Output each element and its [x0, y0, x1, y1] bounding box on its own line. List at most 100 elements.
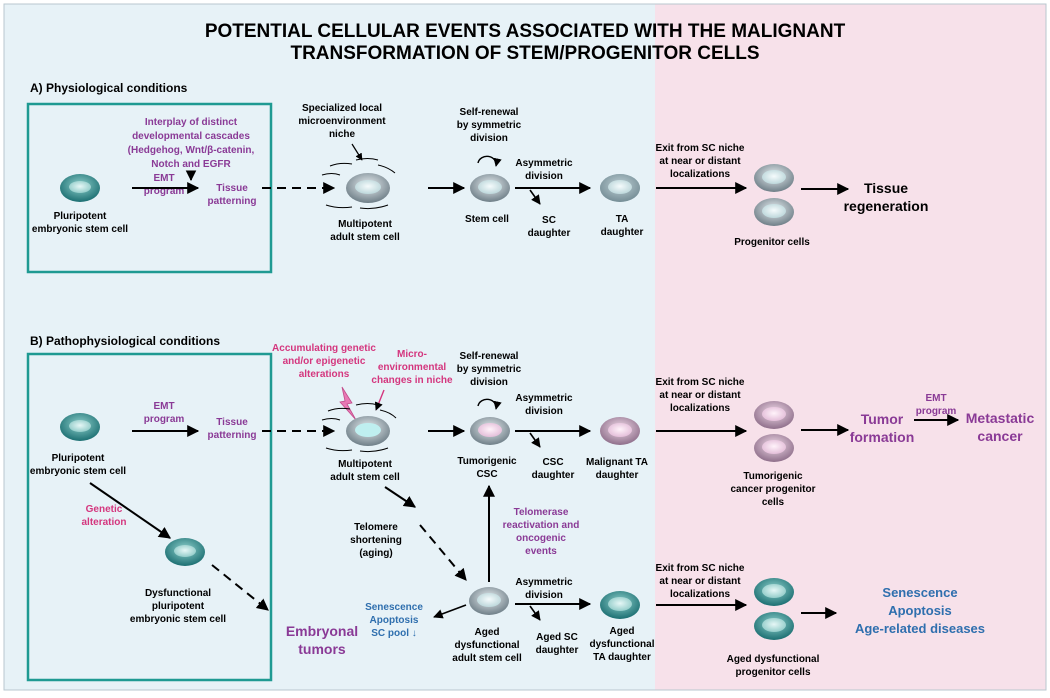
pluripotent-cell-a	[60, 174, 100, 202]
multipotent-label-b: Multipotent adult stem cell	[330, 459, 400, 483]
metastatic-label: Metastatic cancer	[966, 410, 1035, 444]
progenitor-label-a: Progenitor cells	[734, 237, 810, 248]
svg-text:progenitor cells: progenitor cells	[735, 667, 810, 678]
accumulating-label: Accumulating genetic and/or epigenetic a…	[272, 343, 376, 380]
svg-text:Metastatic: Metastatic	[966, 410, 1035, 426]
exit-label-b1: Exit from SC niche at near or distant lo…	[656, 377, 745, 414]
svg-text:Malignant TA: Malignant TA	[586, 457, 648, 468]
svg-text:Pluripotent: Pluripotent	[52, 453, 105, 464]
multipotent-cell-a	[321, 158, 396, 210]
svg-text:formation: formation	[850, 429, 915, 445]
sectionB-emt2-label: EMT program	[916, 393, 957, 417]
svg-text:tumors: tumors	[298, 641, 346, 657]
tumorigenic-csc-cell	[470, 417, 510, 445]
svg-text:Accumulating genetic: Accumulating genetic	[272, 343, 376, 354]
svg-text:Multipotent: Multipotent	[338, 459, 393, 470]
aged-sc-label: Aged dysfunctional adult stem cell	[452, 627, 522, 664]
svg-text:Aged: Aged	[610, 626, 635, 637]
svg-text:division: division	[470, 133, 508, 144]
svg-text:division: division	[470, 377, 508, 388]
svg-text:Telomere: Telomere	[354, 522, 398, 533]
aged-progenitor-label: Aged dysfunctional progenitor cells	[727, 654, 820, 678]
svg-text:Asymmetric: Asymmetric	[515, 158, 573, 169]
sc-daughter-label-a: SC daughter	[528, 215, 571, 239]
svg-text:program: program	[144, 414, 185, 425]
micro-environmental-label: Micro- environmental changes in niche	[371, 349, 453, 386]
svg-text:TA daughter: TA daughter	[593, 652, 651, 663]
svg-text:at near or distant: at near or distant	[659, 576, 741, 587]
aged-sc-daughter-label: Aged SC daughter	[536, 632, 579, 656]
svg-text:Multipotent: Multipotent	[338, 219, 393, 230]
svg-text:Aged SC: Aged SC	[536, 632, 578, 643]
svg-text:Apoptosis: Apoptosis	[370, 615, 419, 626]
svg-text:embryonic stem cell: embryonic stem cell	[30, 466, 126, 477]
svg-text:Tissue: Tissue	[216, 417, 248, 428]
svg-text:environmental: environmental	[378, 362, 447, 373]
svg-text:SC pool ↓: SC pool ↓	[371, 628, 417, 639]
sectionB-tissue-patterning: Tissue patterning	[208, 417, 257, 441]
svg-text:Exit from SC niche: Exit from SC niche	[656, 563, 745, 574]
svg-text:events: events	[525, 546, 557, 557]
svg-text:adult stem cell: adult stem cell	[330, 472, 400, 483]
svg-text:Apoptosis: Apoptosis	[888, 603, 952, 618]
embryonic-box-b	[26, 352, 273, 682]
svg-text:dysfunctional: dysfunctional	[454, 640, 519, 651]
svg-text:TA: TA	[616, 214, 629, 225]
svg-text:Asymmetric: Asymmetric	[515, 577, 573, 588]
svg-text:Specialized local: Specialized local	[302, 103, 382, 114]
svg-text:alterations: alterations	[299, 369, 350, 380]
background-pathological-zone	[655, 4, 1046, 690]
svg-text:Self-renewal: Self-renewal	[460, 107, 519, 118]
svg-text:reactivation and: reactivation and	[503, 520, 580, 531]
title-line-1: POTENTIAL CELLULAR EVENTS ASSOCIATED WIT…	[205, 21, 846, 42]
svg-text:dysfunctional: dysfunctional	[589, 639, 654, 650]
svg-text:pluripotent: pluripotent	[152, 601, 205, 612]
svg-text:division: division	[525, 171, 563, 182]
svg-text:division: division	[525, 406, 563, 417]
svg-text:daughter: daughter	[532, 470, 575, 481]
svg-text:shortening: shortening	[350, 535, 402, 546]
sectionB-emt-label: EMT program	[144, 401, 185, 425]
ta-daughter-label-a: TA daughter	[601, 214, 644, 238]
svg-text:Exit from SC niche: Exit from SC niche	[656, 377, 745, 388]
svg-text:localizations: localizations	[670, 589, 730, 600]
pluripotent-label-b: Pluripotent embryonic stem cell	[30, 453, 126, 477]
svg-text:by symmetric: by symmetric	[457, 364, 522, 375]
background-physiological-zone	[4, 4, 655, 690]
svg-text:embryonic stem cell: embryonic stem cell	[130, 614, 226, 625]
self-renewal-label-b: Self-renewal by symmetric division	[457, 351, 522, 388]
multipotent-label-a: Multipotent adult stem cell	[330, 219, 400, 243]
tumorigenic-csc-label: Tumorigenic CSC	[457, 456, 517, 480]
stem-cell-a	[470, 174, 510, 202]
svg-text:EMT: EMT	[153, 401, 174, 412]
svg-text:Tissue: Tissue	[864, 180, 908, 196]
svg-text:embryonic stem cell: embryonic stem cell	[32, 224, 128, 235]
svg-text:localizations: localizations	[670, 169, 730, 180]
svg-text:microenvironment: microenvironment	[298, 116, 386, 127]
svg-text:Tumorigenic: Tumorigenic	[457, 456, 517, 467]
stem-cell-label-a: Stem cell	[465, 214, 509, 225]
svg-text:niche: niche	[329, 129, 356, 140]
genetic-alteration-label: Genetic alteration	[81, 504, 126, 528]
svg-text:daughter: daughter	[536, 645, 579, 656]
svg-text:cells: cells	[762, 497, 785, 508]
aged-progenitor-cells	[754, 578, 794, 640]
svg-text:Dysfunctional: Dysfunctional	[145, 588, 211, 599]
tumorigenic-progenitor-label: Tumorigenic cancer progenitor cells	[730, 471, 815, 508]
senescence-small-label: Senescence Apoptosis SC pool ↓	[365, 602, 423, 639]
svg-text:daughter: daughter	[596, 470, 639, 481]
pluripotent-cell-b	[60, 413, 100, 441]
tumorigenic-progenitor-cells	[754, 401, 794, 462]
svg-text:EMT: EMT	[153, 173, 174, 184]
svg-text:(Hedgehog, Wnt/β-catenin,: (Hedgehog, Wnt/β-catenin,	[128, 145, 255, 156]
exit-label-b2: Exit from SC niche at near or distant lo…	[656, 563, 745, 600]
dysfunctional-pluripotent-cell	[165, 538, 205, 566]
aged-ta-cell	[600, 591, 640, 619]
self-renewal-label-a: Self-renewal by symmetric division	[457, 107, 522, 144]
aged-stem-cell	[469, 587, 509, 615]
svg-text:Self-renewal: Self-renewal	[460, 351, 519, 362]
telomerase-label: Telomerase reactivation and oncogenic ev…	[503, 507, 580, 557]
svg-text:Genetic: Genetic	[86, 504, 123, 515]
